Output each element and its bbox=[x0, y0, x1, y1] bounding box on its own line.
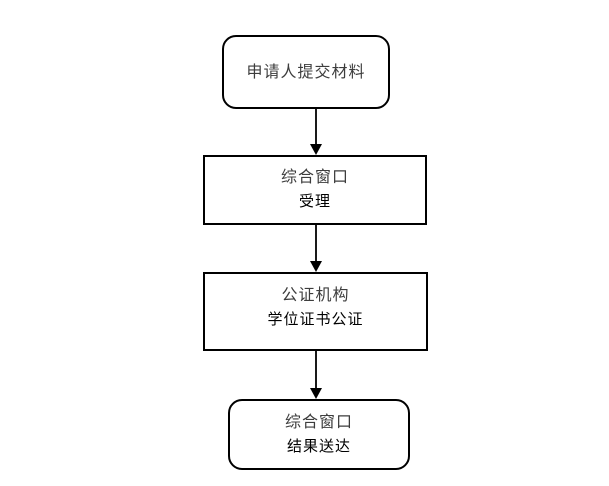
node-heading: 综合窗口 bbox=[280, 169, 349, 186]
node-heading: 公证机构 bbox=[281, 287, 350, 304]
connector-line bbox=[315, 225, 317, 262]
node-label: 申请人提交材料 bbox=[246, 63, 366, 81]
connector-line bbox=[315, 109, 317, 145]
arrowhead-down-icon bbox=[310, 144, 322, 155]
flow-node-result-delivery: 综合窗口 结果送达 bbox=[228, 399, 410, 470]
node-heading: 综合窗口 bbox=[284, 413, 353, 431]
flow-node-window-accept: 综合窗口 受理 bbox=[203, 155, 427, 225]
flow-node-applicant-submit: 申请人提交材料 bbox=[222, 35, 390, 109]
node-subtext: 学位证书公证 bbox=[267, 312, 364, 328]
flow-node-notary-office: 公证机构 学位证书公证 bbox=[203, 272, 428, 351]
node-subtext: 受理 bbox=[298, 194, 331, 210]
connector-line bbox=[315, 351, 317, 389]
node-subtext: 结果送达 bbox=[286, 438, 351, 455]
arrowhead-down-icon bbox=[310, 261, 322, 272]
arrowhead-down-icon bbox=[310, 388, 322, 399]
